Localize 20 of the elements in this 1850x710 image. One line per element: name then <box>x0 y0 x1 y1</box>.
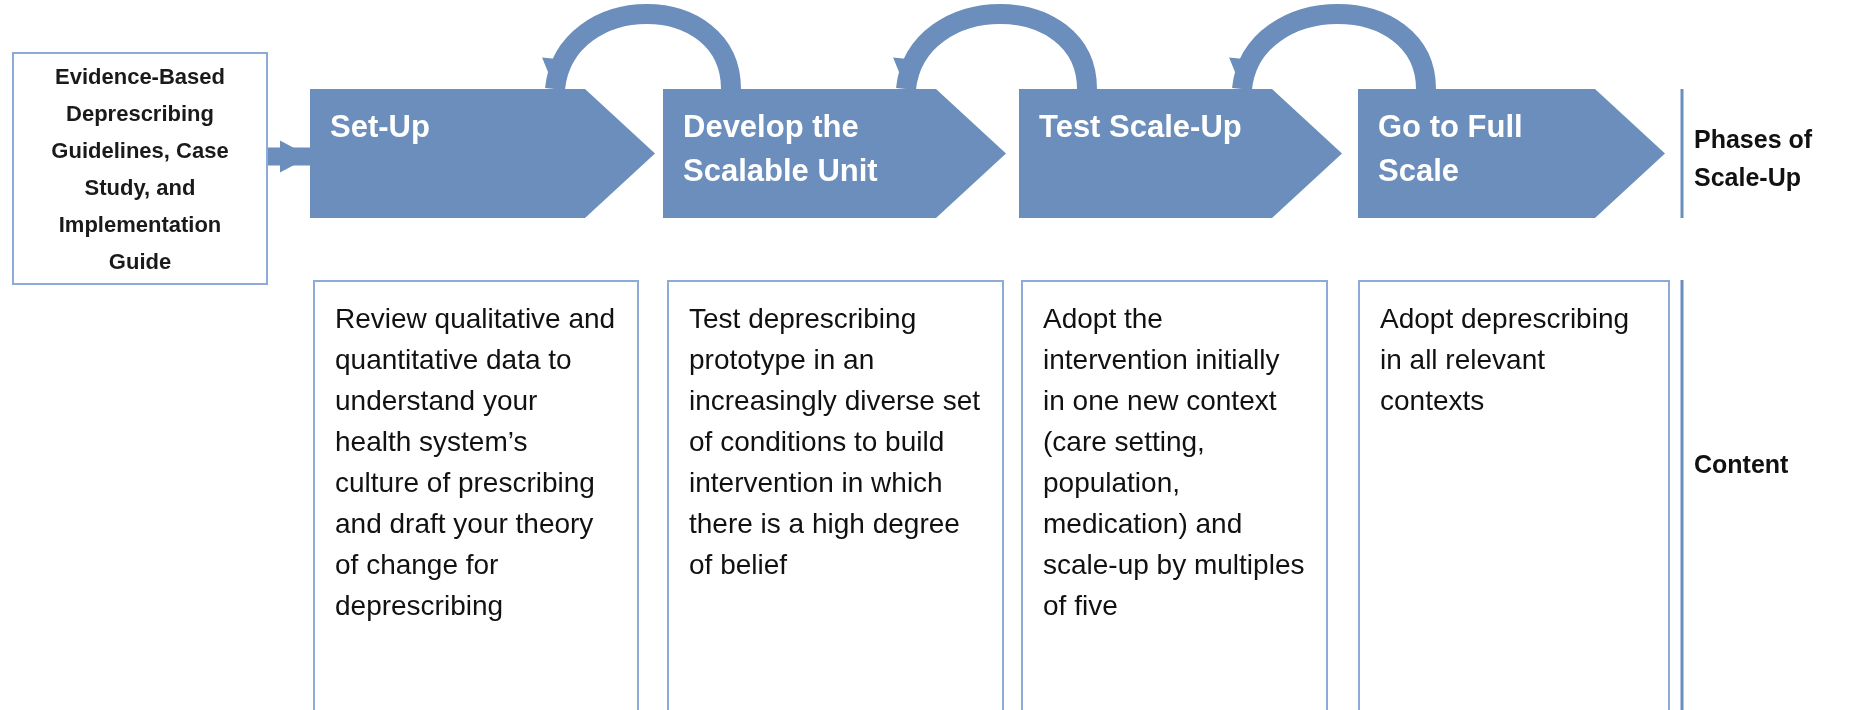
content-text: Review qualitative and quantitative data to understand your health system’s culture of prescribing and draft your theory of change for deprescribing <box>335 302 617 623</box>
box-text: Evidence-Based Deprescribing Guidelines, Case Study, and Implementation Guide <box>50 62 230 276</box>
row-label: Content <box>1694 449 1790 480</box>
phase-banner: Develop the Scalable Unit <box>663 89 1006 218</box>
content-text: Adopt deprescribing in all relevant contexts <box>1380 302 1631 418</box>
input-box <box>12 52 268 285</box>
phase-banner: Test Scale-Up <box>1019 89 1342 218</box>
content-box <box>667 280 1004 710</box>
arrow <box>1232 4 1436 92</box>
arrow <box>896 4 1097 92</box>
row-label: Phases of Scale-Up <box>1694 124 1814 193</box>
content-box <box>313 280 639 710</box>
content-box <box>1021 280 1328 710</box>
content-text: Test deprescribing prototype in an increasingly diverse set of conditions to build intervention in which there is a high degree of belief <box>689 302 982 582</box>
content-box <box>1358 280 1670 710</box>
phase-banner: Go to Full Scale <box>1358 89 1665 218</box>
content-text: Adopt the intervention initially in one new context (care setting, population, medication) and scale-up by multiples of five <box>1043 302 1306 623</box>
arrow <box>268 140 310 173</box>
phase-banner: Set-Up <box>310 89 655 218</box>
arrow <box>545 4 741 92</box>
